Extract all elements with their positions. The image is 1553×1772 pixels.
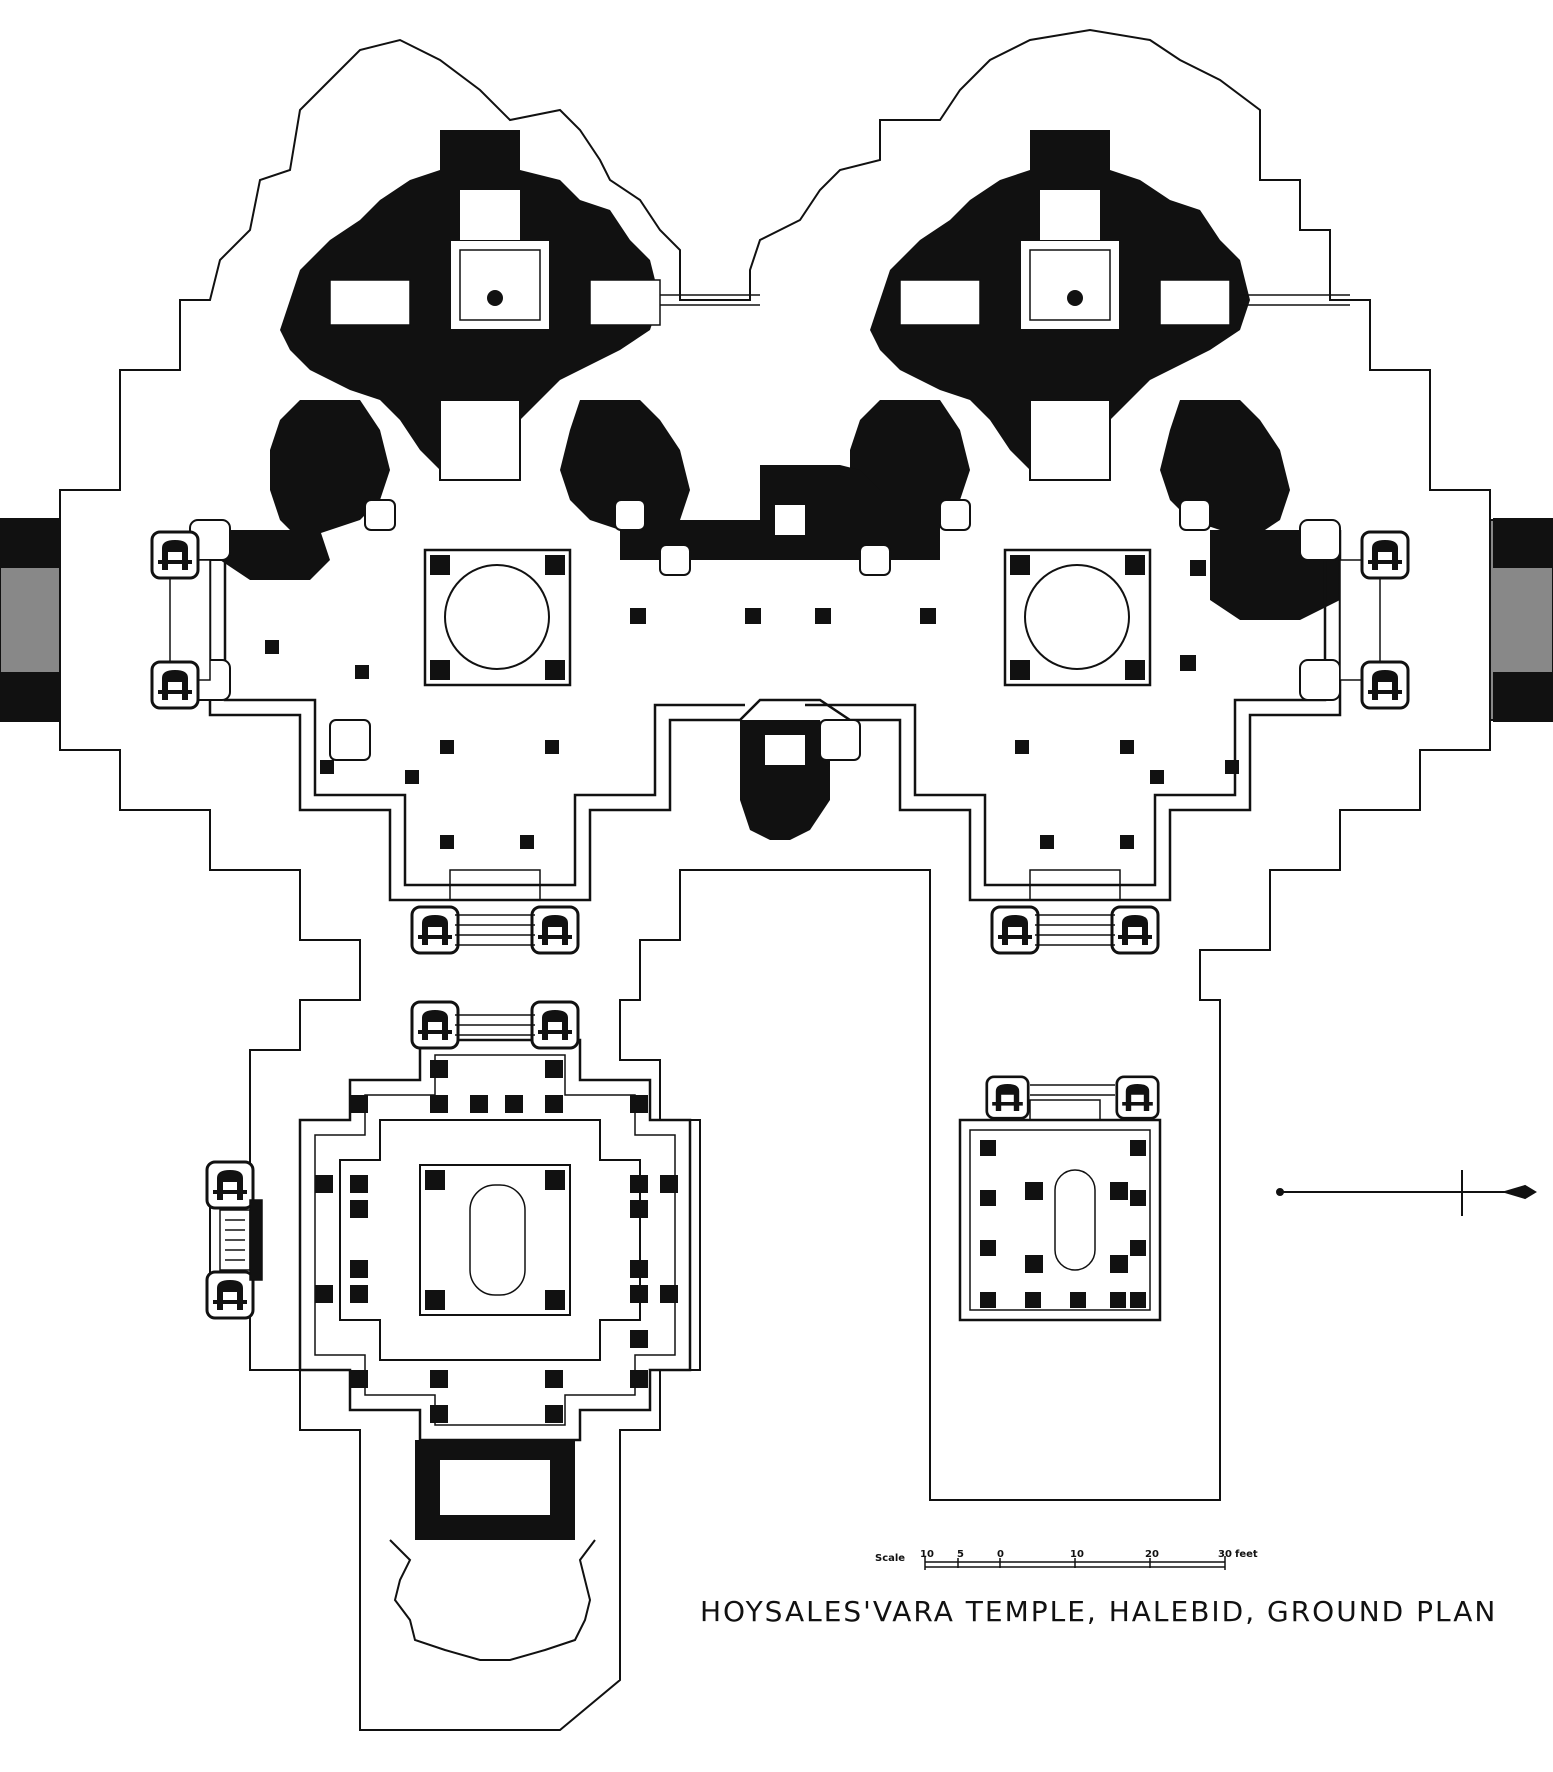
south-right-elephant-b [1110, 905, 1160, 955]
small-shrine-right [958, 1099, 1162, 1322]
small-shrine-elephant-a [985, 1075, 1030, 1120]
mandapa-halls [208, 530, 1342, 902]
scale-tick-5: 30 [1218, 1549, 1232, 1560]
nandi-mandapa-left [298, 1038, 692, 1540]
nandi-north-elephant-b [530, 1000, 580, 1050]
south-left-elephant-b [530, 905, 580, 955]
east-west-staircases [0, 518, 1553, 722]
left-west-elephant-upper [150, 530, 200, 580]
south-right-elephant-a [990, 905, 1040, 955]
left-west-elephant-lower [150, 660, 200, 710]
hall-entrance-porches [189, 499, 1341, 761]
central-connector [620, 465, 940, 840]
small-shrine-steps [1030, 1084, 1115, 1096]
nandi-steps [219, 1014, 535, 1281]
nandi-lower-bulb [389, 1539, 596, 1661]
south-left-elephant-a [410, 905, 460, 955]
right-east-elephant-upper [1360, 530, 1410, 580]
scale-tick-1: 5 [957, 1549, 964, 1560]
scale-tick-0: 10 [920, 1549, 934, 1560]
mandapa-pillars [265, 560, 1239, 849]
north-arrow-icon [1276, 1170, 1537, 1216]
nandi-west-elephant-a [205, 1160, 255, 1210]
scale-unit: feet [1235, 1549, 1258, 1560]
right-east-elephant-lower [1360, 660, 1410, 710]
left-shrine-interior [329, 190, 760, 481]
plan-caption: HOYSALES'VARA TEMPLE, HALEBID, GROUND PL… [700, 1595, 1498, 1628]
nandi-north-elephant-a [410, 1000, 460, 1050]
right-shrine-interior [899, 190, 1350, 481]
south-entrance-steps [449, 869, 1121, 946]
central-connector-lower-opening [765, 735, 805, 765]
right-mandapa-central-bay [1003, 548, 1152, 687]
small-shrine-elephant-b [1115, 1075, 1160, 1120]
scale-bar: Scale 10 5 0 10 20 30 feet [875, 1549, 1258, 1570]
outer-platform-main [59, 28, 1491, 1731]
left-mandapa-central-bay [423, 548, 572, 687]
nandi-west-elephant-b [205, 1270, 255, 1320]
scale-tick-3: 10 [1070, 1549, 1084, 1560]
central-connector-opening [775, 505, 805, 535]
scale-label: Scale [875, 1553, 905, 1564]
scale-tick-4: 20 [1145, 1549, 1159, 1560]
scale-tick-2: 0 [997, 1549, 1004, 1560]
